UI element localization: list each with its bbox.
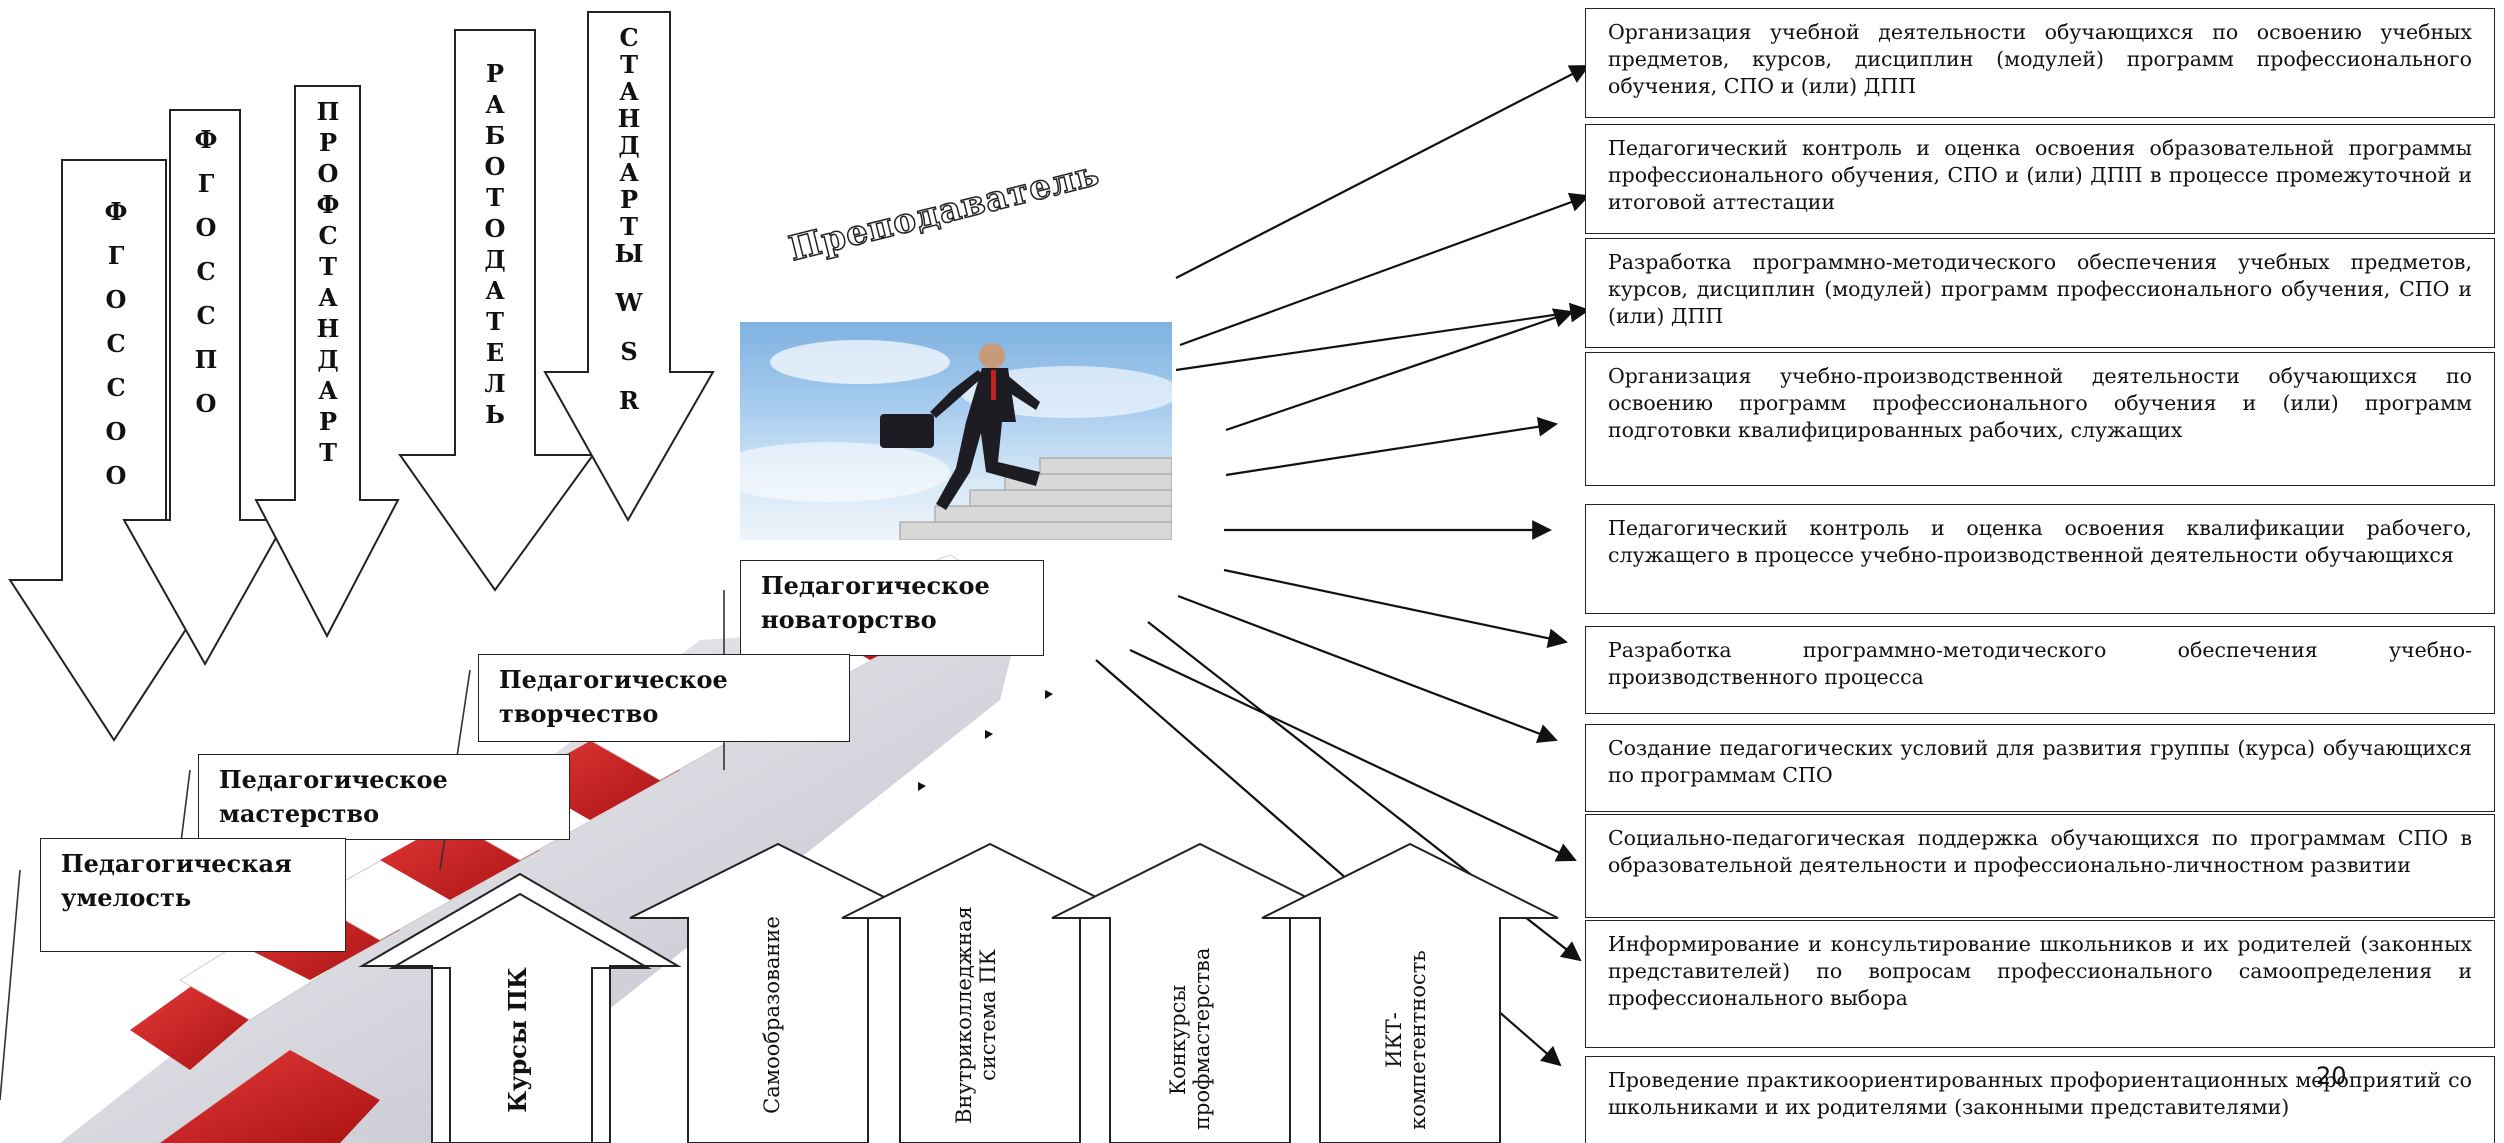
- function-box-9: Информирование и консультирование школьн…: [1585, 920, 2495, 1048]
- top-down-arrows: [8, 11, 715, 742]
- level-innovation: Педагогическое новаторство: [740, 560, 1044, 656]
- level-creativity: Педагогическое творчество: [478, 654, 850, 742]
- up-arrow-5: [1261, 842, 1559, 1143]
- down-arrow-rabotodatel: [398, 29, 595, 592]
- level-skill: Педагогическая умелость: [40, 838, 346, 952]
- function-box-5: Педагогический контроль и оценка освоени…: [1585, 504, 2495, 614]
- bottom-up-arrows: [358, 842, 1559, 1143]
- function-box-4: Организация учебно-производственной деят…: [1585, 352, 2495, 486]
- stair-markers: [918, 690, 1053, 791]
- function-box-3: Разработка программно-методического обес…: [1585, 238, 2495, 348]
- function-box-6: Разработка программно-методического обес…: [1585, 626, 2495, 714]
- up-arrow-label-ict: ИКТ-компетентность: [1382, 950, 1430, 1130]
- down-arrow-standarty-wsr: [543, 11, 715, 523]
- function-box-10: Проведение практикоориентированных профо…: [1585, 1056, 2495, 1143]
- up-arrow-label-self-education: Самообразование: [760, 916, 784, 1114]
- function-box-2: Педагогический контроль и оценка освоени…: [1585, 124, 2495, 234]
- function-box-1: Организация учебной деятельности обучающ…: [1585, 8, 2495, 118]
- level-mastery: Педагогическое мастерство: [198, 754, 570, 840]
- page-number: 20: [2316, 1062, 2347, 1090]
- function-box-8: Социально-педагогическая поддержка обуча…: [1585, 814, 2495, 918]
- down-arrow-fgos-spo: [122, 109, 288, 667]
- up-arrow-label-internal-system: Внутриколледжная система ПК: [952, 906, 1000, 1124]
- down-arrow-profstandart: [254, 85, 400, 639]
- up-arrow-label-courses: Курсы ПК: [503, 967, 532, 1113]
- up-arrow-1: [358, 872, 682, 1143]
- up-arrow-label-contests: Конкурсы профмастерства: [1166, 947, 1214, 1130]
- function-box-7: Создание педагогических условий для разв…: [1585, 724, 2495, 812]
- teacher-photo: [740, 322, 1172, 540]
